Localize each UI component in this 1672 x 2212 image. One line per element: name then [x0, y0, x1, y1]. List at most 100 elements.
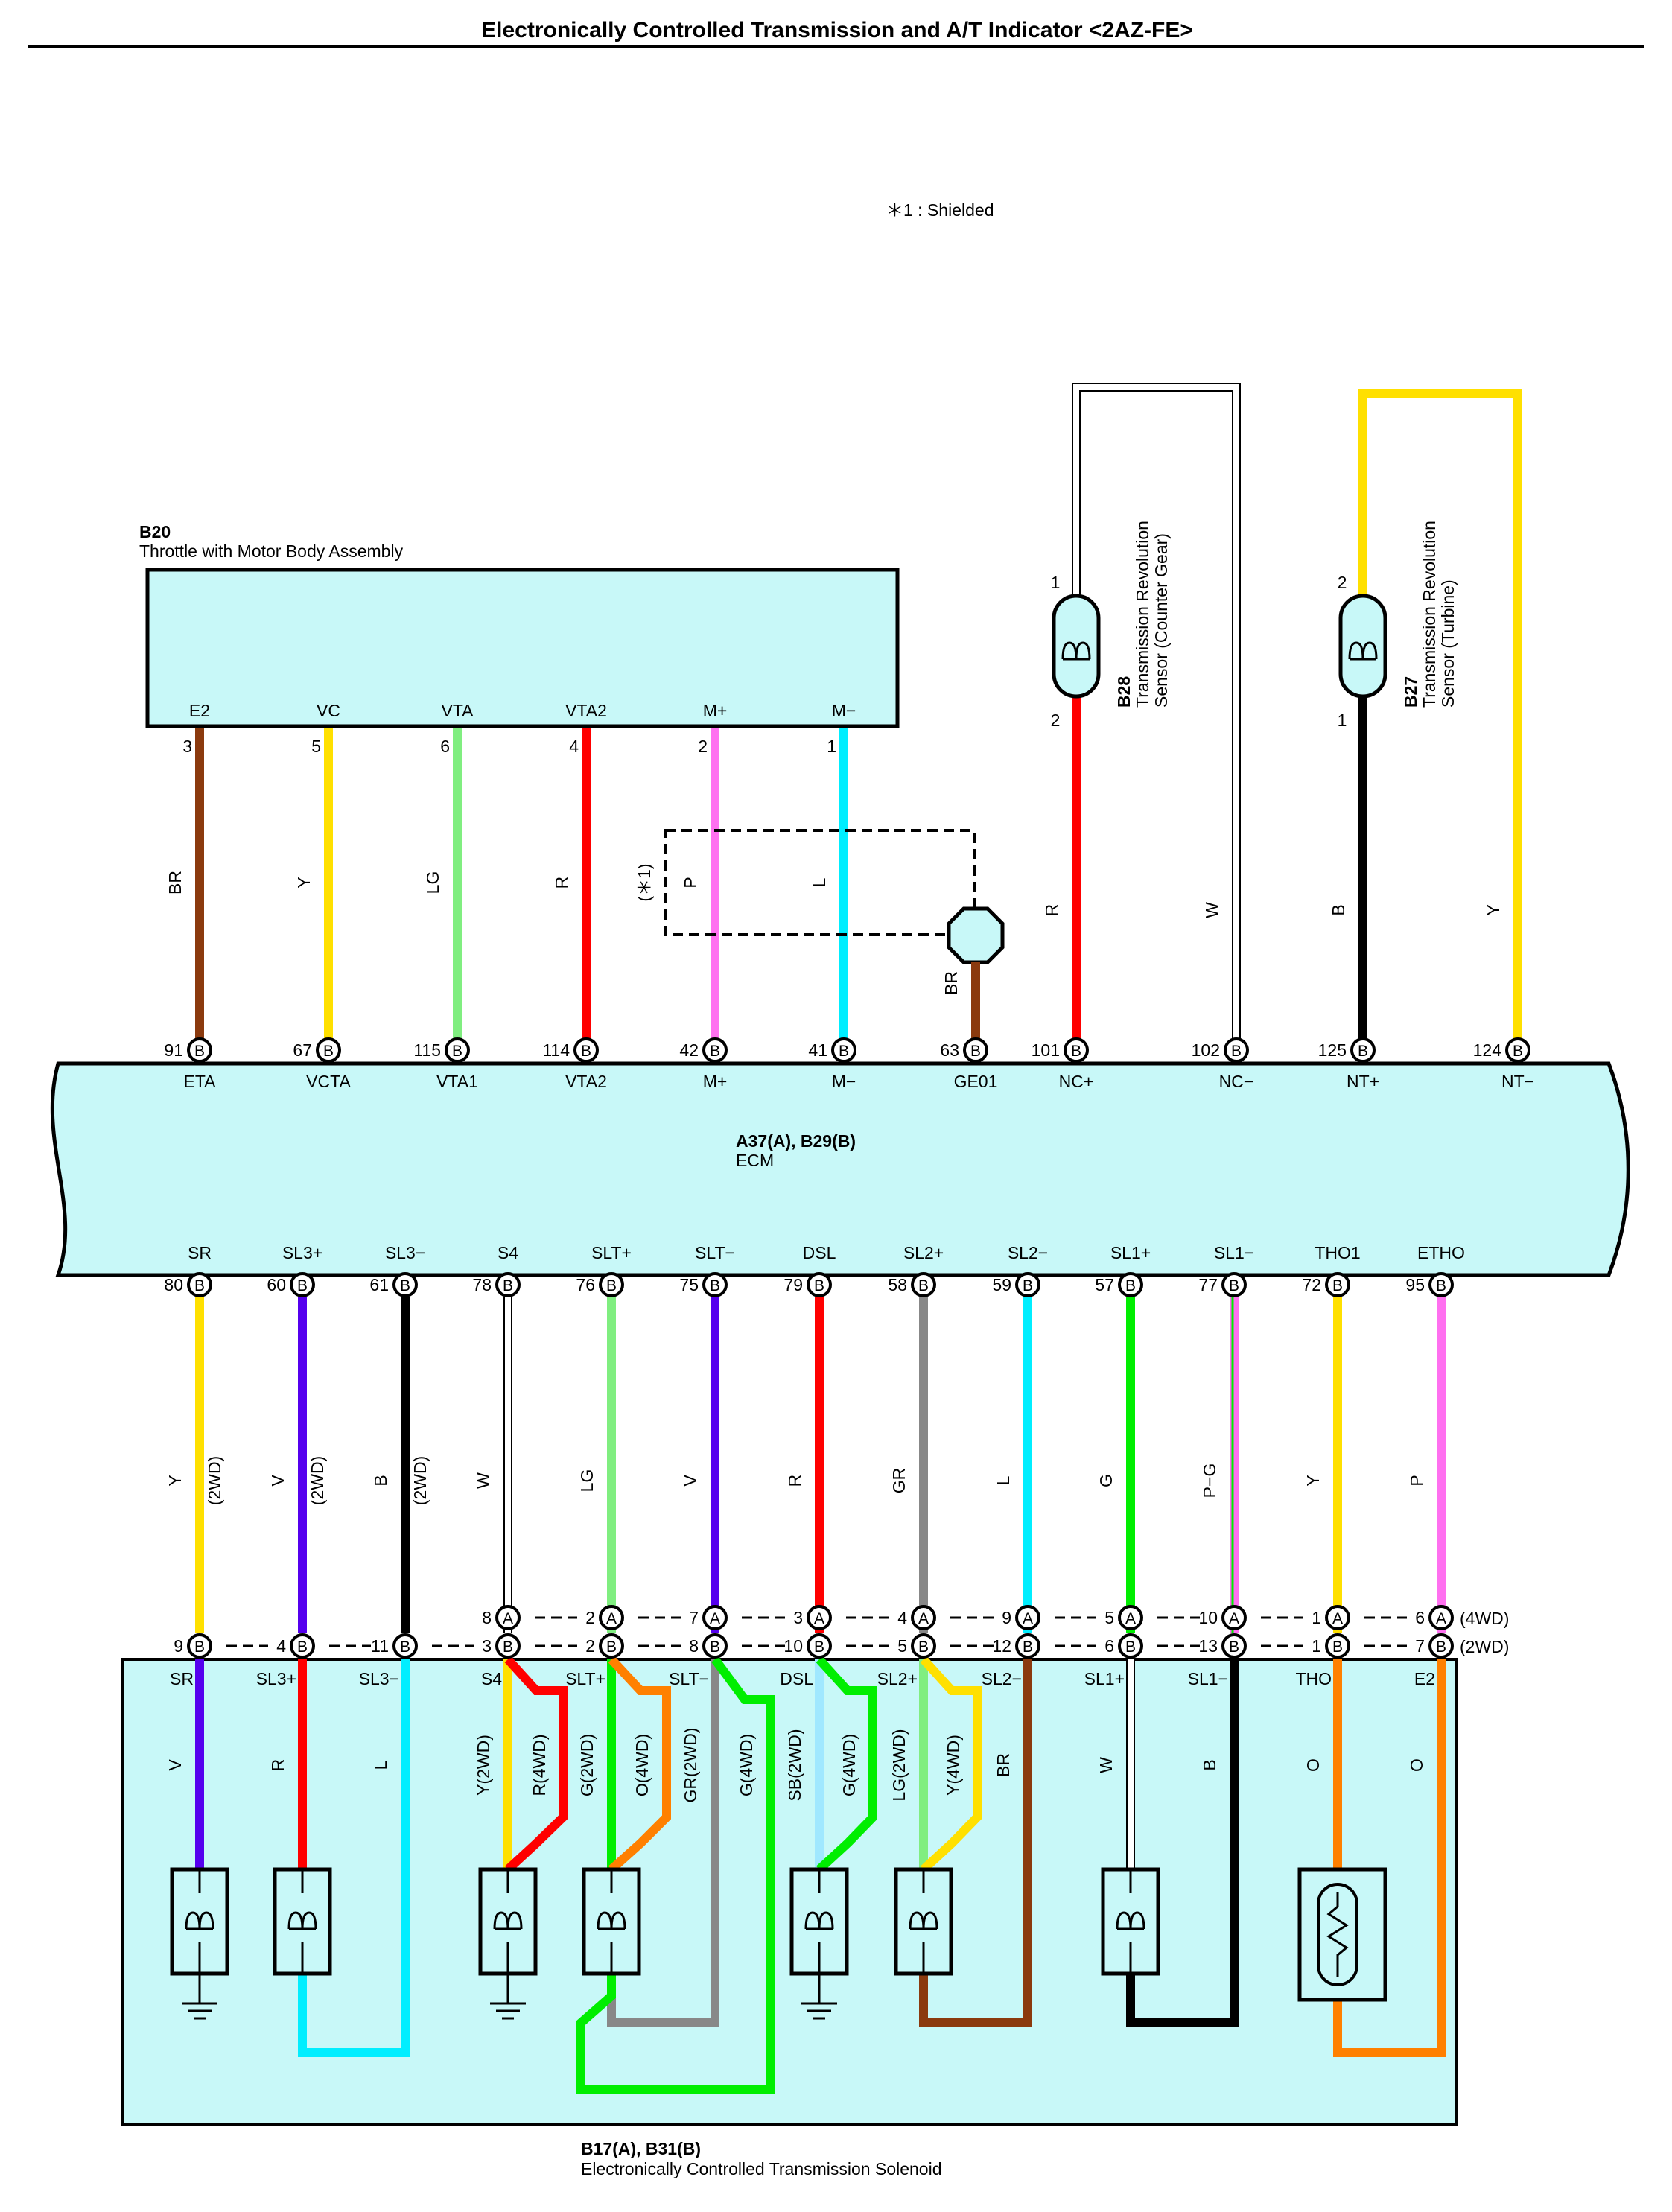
solenoid-terminal-2wd-letter: B	[710, 1639, 720, 1656]
ecm-top-pin-number: 42	[679, 1040, 699, 1060]
solenoid-coil-icon-symbol	[1116, 1911, 1145, 1930]
ecm-bottom-pin-label: THO1	[1315, 1243, 1360, 1262]
ecm-top-terminal-letter: B	[581, 1043, 591, 1060]
sensor-b27-name-1: Transmission Revolution	[1420, 521, 1439, 708]
ecm-top-pin-label: VTA1	[436, 1072, 478, 1091]
ecm-top-terminal: B	[1505, 1037, 1530, 1063]
ecm-top-terminal: B	[831, 1037, 856, 1063]
sol-wire-code: L	[371, 1760, 390, 1770]
ecm-bottom-terminal-circle	[1015, 1272, 1040, 1297]
page-title: Electronically Controlled Transmission a…	[481, 18, 1193, 42]
solenoid-pin-2wd: 11	[371, 1636, 389, 1656]
ecm-top-pin-number: 125	[1318, 1040, 1347, 1060]
throttle-pin-label: VTA2	[565, 701, 607, 720]
ecm-bottom-terminal-letter: B	[1332, 1277, 1343, 1294]
ecm-bottom-pin-label: S4	[498, 1243, 518, 1262]
solenoid-terminal-2wd-letter: B	[814, 1639, 824, 1656]
sol-wire-code: Y(2WD)	[474, 1735, 493, 1796]
solenoid-pin-2wd: 12	[992, 1636, 1011, 1656]
solenoid-terminal-4wd-circle	[702, 1605, 728, 1630]
ecm-bottom-terminal: B	[1428, 1272, 1454, 1297]
ecm-bottom-terminal-circle	[1428, 1272, 1454, 1297]
ecm-bottom-terminal: B	[911, 1272, 936, 1297]
solenoid-terminal-4wd-letter: A	[1332, 1610, 1343, 1627]
solenoid-terminal-2wd-letter: B	[1436, 1639, 1446, 1656]
solenoid-terminal-2wd-circle	[1118, 1633, 1143, 1659]
solenoid-coil-icon-symbol	[185, 1911, 214, 1930]
solenoid-terminal-4wd: A	[807, 1605, 832, 1630]
ecm-bottom-pin-label: DSL	[803, 1243, 836, 1262]
solenoid-name: Electronically Controlled Transmission S…	[581, 2159, 942, 2178]
throttle-wire-code: R	[552, 877, 571, 889]
sensor-b28-coil	[1061, 641, 1091, 661]
solenoid-terminal-label: SL1+	[1084, 1669, 1125, 1688]
solenoid-terminal-label: SR	[170, 1669, 194, 1688]
ecm-bottom-pin-label: SLT+	[591, 1243, 632, 1262]
ground-point-icon	[947, 906, 1005, 964]
throttle-pin-number: 2	[698, 737, 708, 756]
solenoid-terminal-2wd-circle	[702, 1633, 728, 1659]
solenoid-terminal-4wd-letter: A	[918, 1610, 929, 1627]
ecm-top-pin-number: 102	[1192, 1040, 1220, 1060]
ecm-bottom-terminal-circle	[392, 1272, 418, 1297]
ecm-bottom-wire-code: W	[474, 1472, 493, 1489]
ecm-body	[50, 1061, 1630, 1277]
ecm-top-terminal: B	[1224, 1037, 1249, 1063]
solenoid-terminal-2wd-circle	[290, 1633, 315, 1659]
ecm-top-terminal-letter: B	[1513, 1043, 1523, 1060]
solenoid-terminal-4wd-circle	[911, 1605, 936, 1630]
solenoid-terminal-4wd-letter: A	[710, 1610, 720, 1627]
sol-wire-code: B	[1200, 1759, 1219, 1770]
solenoid-terminal-2wd-circle	[807, 1633, 832, 1659]
sensor-b27-name-2: Sensor (Turbine)	[1438, 579, 1458, 708]
thermistor-icon	[1297, 1867, 1387, 2002]
ecm-bottom-terminal-letter: B	[1023, 1277, 1033, 1294]
sol-wire-code: SB(2WD)	[785, 1729, 804, 1801]
ecm-bottom-wire-note: (2WD)	[308, 1456, 327, 1505]
sol-wire-code: BR	[994, 1753, 1013, 1777]
sol-wire-code: R	[268, 1759, 287, 1772]
ecm-bottom-wire-code: GR	[889, 1468, 909, 1494]
throttle-pin-number: 1	[827, 737, 836, 756]
solenoid-terminal-4wd: A	[1428, 1605, 1454, 1630]
ecm-top-terminal: B	[187, 1037, 212, 1063]
ecm-name: ECM	[736, 1151, 774, 1170]
ecm-bottom-pin-number: 60	[267, 1275, 286, 1294]
sensor-b28-code: B28	[1114, 676, 1134, 708]
solenoid-pin-2wd: 5	[897, 1636, 907, 1656]
throttle-wire-code: BR	[165, 871, 185, 894]
solenoid-terminal-2wd: B	[1428, 1633, 1454, 1659]
ecm-code: A37(A), B29(B)	[736, 1131, 856, 1151]
solenoid-coil-icon	[185, 1911, 214, 1930]
solenoid-terminal-2wd-letter: B	[918, 1639, 929, 1656]
ecm-top-pin-number: 91	[164, 1040, 183, 1060]
ecm-top-pin-label: VCTA	[306, 1072, 351, 1091]
ground-icon	[490, 1974, 526, 2020]
ecm-bottom-terminal-letter: B	[814, 1277, 824, 1294]
sensor-b28-pin-top: 1	[1051, 573, 1061, 592]
sensor-wire-code: B	[1329, 904, 1348, 915]
sensor-b28-name-2: Sensor (Counter Gear)	[1151, 533, 1171, 708]
ecm-bottom-pin-number: 75	[679, 1275, 699, 1294]
solenoid-terminal-2wd: B	[495, 1633, 521, 1659]
ecm-top-terminal-letter: B	[323, 1043, 334, 1060]
solenoid-coil-icon	[287, 1911, 317, 1930]
solenoid-pin-4wd: 5	[1104, 1608, 1114, 1627]
solenoid-terminal-2wd-letter: B	[606, 1639, 617, 1656]
ecm-bottom-pin-number: 80	[164, 1275, 183, 1294]
ground-icon	[182, 1974, 217, 2020]
ecm-bottom-terminal-circle	[290, 1272, 315, 1297]
throttle-pin-label: VC	[317, 701, 340, 720]
shield-boundary	[664, 829, 976, 936]
solenoid-terminal-2wd-circle	[1325, 1633, 1350, 1659]
ecm-top-terminal: B	[1064, 1037, 1089, 1063]
throttle-wire-code: P	[681, 877, 700, 888]
solenoid-terminal-2wd: B	[702, 1633, 728, 1659]
ecm-top-terminal-letter: B	[194, 1043, 205, 1060]
ecm-bottom-pin-label: SL2−	[1008, 1243, 1048, 1262]
solenoid-pin-2wd: 10	[783, 1636, 803, 1656]
ecm-bottom-pin-label: SL2+	[903, 1243, 944, 1262]
solenoid-terminal-2wd-circle	[187, 1633, 212, 1659]
solenoid-terminal-2wd: B	[1325, 1633, 1350, 1659]
